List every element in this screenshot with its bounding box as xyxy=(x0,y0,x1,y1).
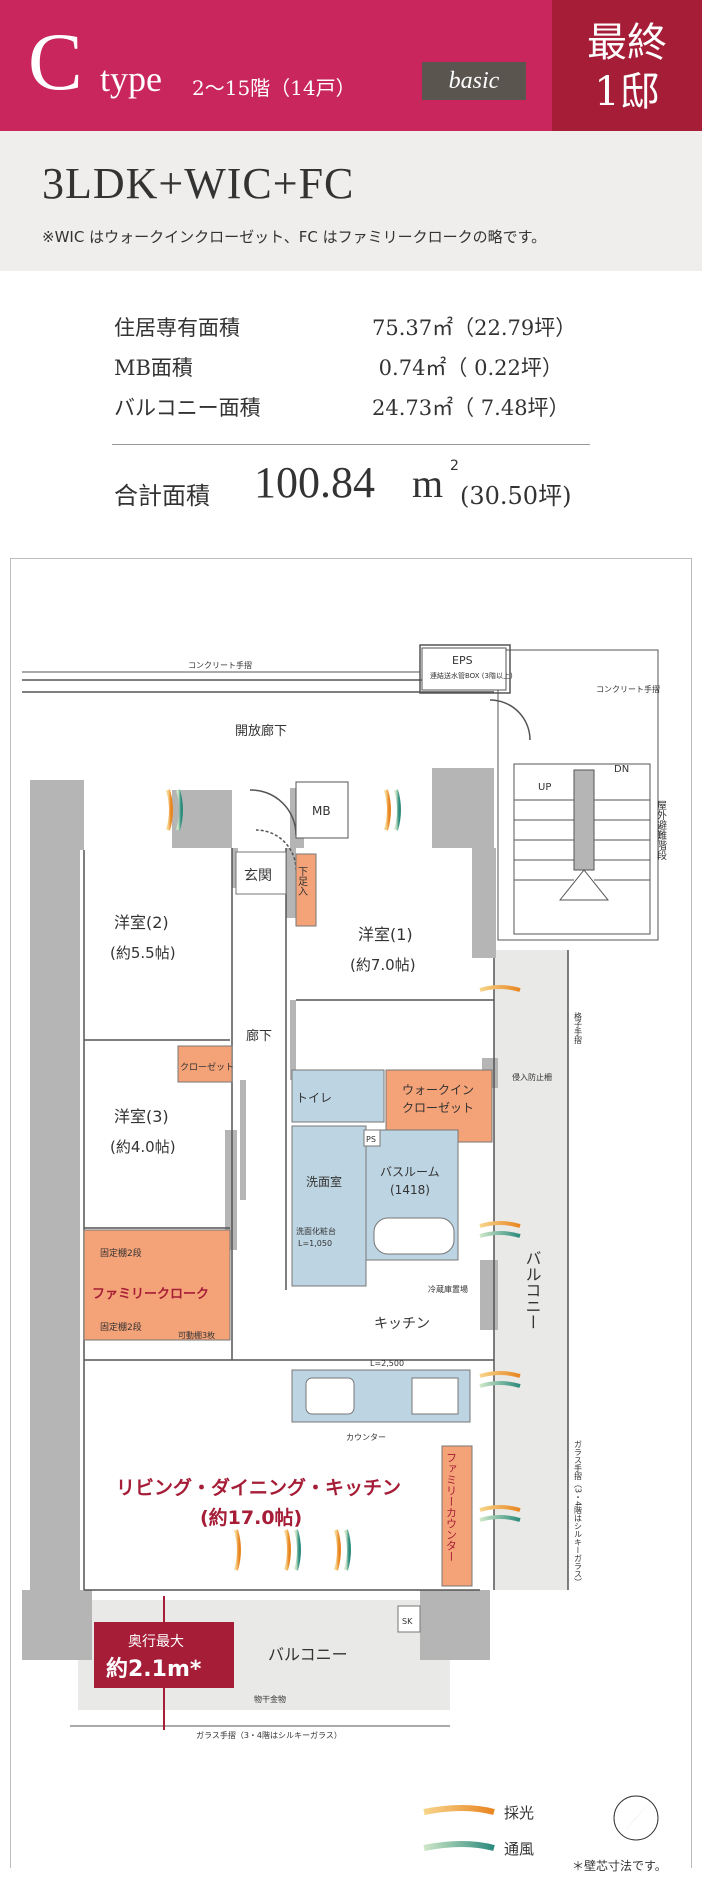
washroom xyxy=(291,1125,367,1287)
sink xyxy=(305,1377,355,1415)
main-balcony-label: バルコニー xyxy=(268,1645,348,1664)
compass-needle-icon xyxy=(624,1802,650,1832)
family-cloak-label: ファミリークローク xyxy=(92,1287,209,1302)
airflow-markers xyxy=(166,789,521,1571)
total-unit: m xyxy=(412,461,444,506)
total-value: 100.84 xyxy=(254,458,375,507)
closet-small xyxy=(177,1045,233,1083)
kitchen-size: L=2,500 xyxy=(370,1359,404,1368)
mb-label: MB xyxy=(312,804,331,818)
depth-value: 約2.1m* xyxy=(106,1656,202,1682)
concrete-rail-right-label: コンクリート手摺 xyxy=(596,684,660,694)
total-tsubo: (30.50坪) xyxy=(460,482,572,510)
western1-label: 洋室(1) xyxy=(358,925,413,944)
type-word: type xyxy=(100,59,162,99)
western2-size: (約5.5帖) xyxy=(110,944,176,962)
sk-label: SK xyxy=(402,1617,413,1626)
legend-light-label: 採光 xyxy=(504,1804,534,1822)
eps-label: EPS xyxy=(452,654,473,667)
ps-label: PS xyxy=(366,1135,376,1144)
ldk-label: リビング・ダイニング・キッチン xyxy=(116,1476,401,1499)
final-count: 1邸 xyxy=(594,69,660,115)
lattice-rail-label: 格子手摺 xyxy=(574,1011,583,1045)
area-label: 住居専有面積 xyxy=(114,316,240,340)
outdoor-stairs xyxy=(497,649,659,941)
western3-label: 洋室(3) xyxy=(114,1107,169,1126)
floors-info: 2〜15階（14戸） xyxy=(192,76,356,100)
eps-box xyxy=(421,647,507,691)
entrance-label: 玄関 xyxy=(244,867,272,884)
layout-name: 3LDK+WIC+FC xyxy=(42,159,355,208)
depth-label: 奥行最大 xyxy=(128,1633,184,1650)
layout-note: ※WIC はウォークインクローゼット、FC はファミリークロークの略です。 xyxy=(42,228,547,246)
total-unit-sup: 2 xyxy=(450,458,459,474)
stove xyxy=(411,1377,459,1415)
toilet-label: トイレ xyxy=(296,1091,332,1105)
area-value: 24.73㎡（ 7.48坪） xyxy=(372,396,570,420)
stairs-up: UP xyxy=(538,782,551,793)
final-label: 最終 xyxy=(587,20,667,66)
open-corridor-label: 開放廊下 xyxy=(235,723,287,739)
bathroom-label: バスルーム xyxy=(380,1165,440,1179)
side-balcony-floor xyxy=(494,950,568,1590)
layout-band xyxy=(0,131,702,271)
hallway-label: 廊下 xyxy=(246,1028,272,1044)
plan-top-border xyxy=(10,558,692,559)
fridge-label: 冷蔵庫置場 xyxy=(428,1284,468,1294)
grade-badge: basic xyxy=(422,62,526,100)
side-balcony-label: バルコニー xyxy=(523,1250,542,1330)
laundry-label: 物干金物 xyxy=(254,1694,286,1704)
glass-rail-bottom-label: ガラス手摺（3・4階はシルキーガラス） xyxy=(196,1730,342,1740)
ps-box xyxy=(363,1129,381,1147)
vanity-size: L=1,050 xyxy=(298,1239,332,1248)
footnote: ＊壁芯寸法です。 xyxy=(572,1858,667,1873)
legend-wind-swatch xyxy=(423,1841,495,1851)
divider xyxy=(112,444,590,445)
fixed-shelf-top: 固定棚2段 xyxy=(100,1247,142,1259)
total-label: 合計面積 xyxy=(114,482,210,510)
family-counter-label: ファミリーカウンター xyxy=(445,1452,458,1562)
plan-frame xyxy=(10,558,692,1868)
wic-label-2: クローゼット xyxy=(402,1101,474,1115)
washroom-label: 洗面室 xyxy=(306,1174,342,1189)
concrete-rail-label: コンクリート手摺 xyxy=(188,660,252,670)
ldk-size: (約17.0帖) xyxy=(200,1506,302,1529)
western1-size: (約7.0帖) xyxy=(350,956,416,974)
anti-intrusion-label: 侵入防止柵 xyxy=(512,1072,552,1082)
type-letter: C xyxy=(28,16,83,107)
entrance-area xyxy=(235,851,287,895)
wic-label-1: ウォークイン xyxy=(402,1083,474,1097)
closet-small-label: クローゼット xyxy=(180,1061,234,1073)
legend-wind-label: 通風 xyxy=(504,1840,534,1858)
family-counter xyxy=(441,1445,473,1587)
mb-box xyxy=(295,781,349,839)
final-unit-badge: 最終 1邸 xyxy=(552,0,702,131)
western3-size: (約4.0帖) xyxy=(110,1138,176,1156)
counter-label: カウンター xyxy=(346,1433,386,1442)
bathroom-size: (1418) xyxy=(390,1183,430,1197)
family-cloak-room xyxy=(83,1229,231,1341)
western2-label: 洋室(2) xyxy=(114,913,169,932)
shoe-rack-label: 下足入 xyxy=(296,866,308,896)
bathtub xyxy=(373,1217,455,1255)
area-value: 0.74㎡（ 0.22坪） xyxy=(372,356,563,380)
eps-note: 連結送水管BOX (3階以上) xyxy=(430,671,513,680)
vanity-label: 洗面化粧台 xyxy=(296,1226,336,1236)
area-label: MB面積 xyxy=(114,356,193,380)
area-label: バルコニー面積 xyxy=(114,396,261,420)
walls xyxy=(22,768,498,1660)
sk-box xyxy=(397,1605,421,1633)
glass-rail-label: ガラス手摺（3・4階はシルキーガラス） xyxy=(574,1440,583,1586)
outdoor-stairs-label: 屋外避難階段 xyxy=(655,800,667,861)
movable-shelf: 可動棚3枚 xyxy=(178,1330,215,1340)
interior-lines xyxy=(22,644,569,1591)
shoe-rack xyxy=(295,853,317,927)
area-value: 75.37㎡（22.79坪） xyxy=(372,316,577,340)
stairs-dn: DN xyxy=(614,764,629,775)
kitchen-label: キッチン xyxy=(374,1316,430,1332)
legend-light-swatch xyxy=(423,1805,495,1815)
toilet-room xyxy=(291,1069,385,1123)
fixed-shelf-bottom: 固定棚2段 xyxy=(100,1321,142,1333)
